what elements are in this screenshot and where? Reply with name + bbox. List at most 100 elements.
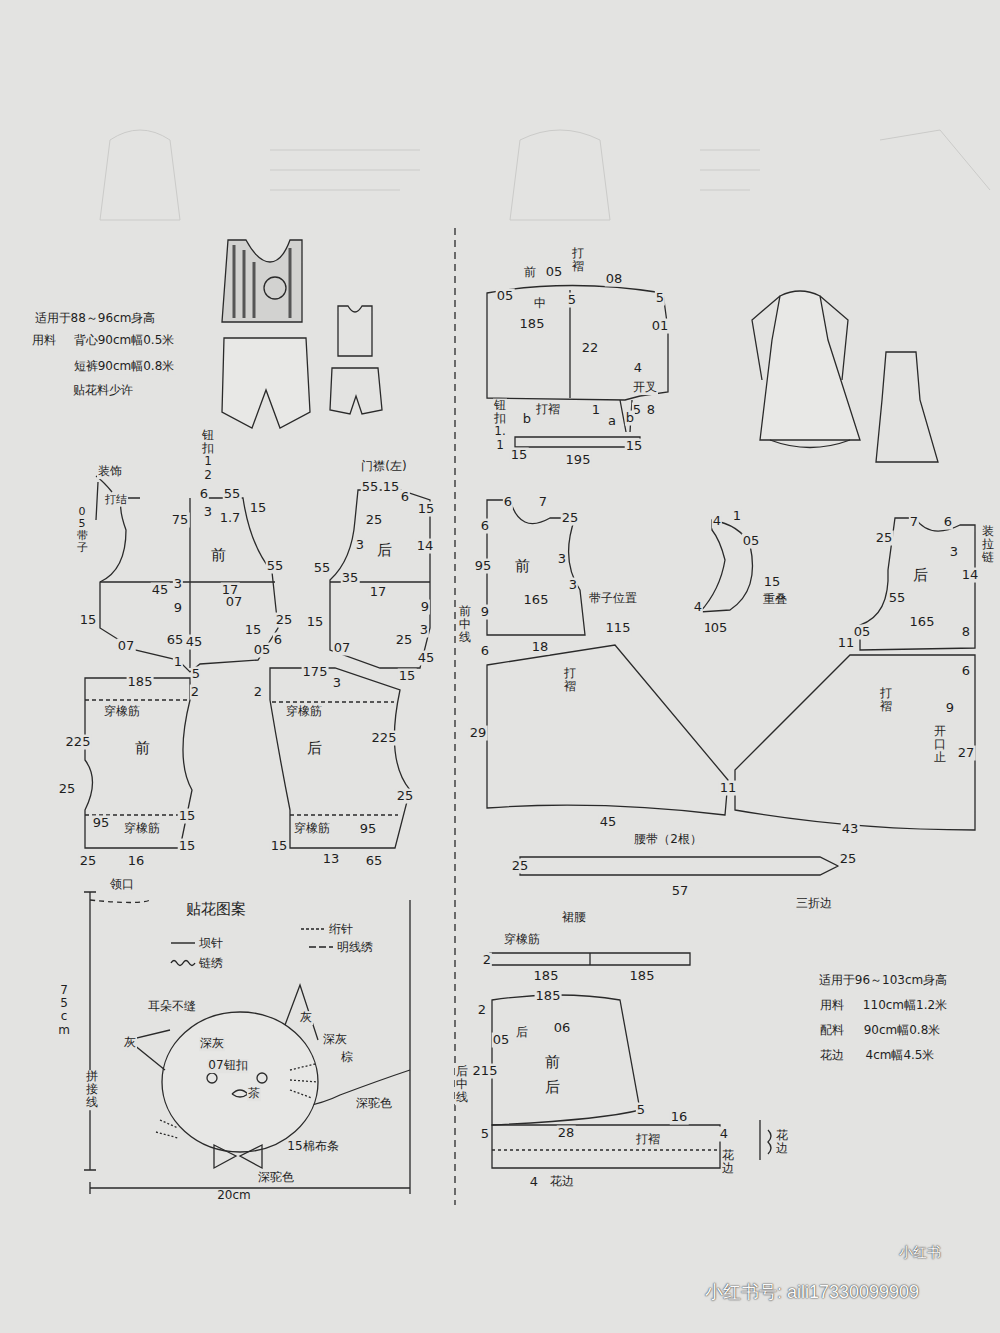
dimension-label: 背心90cm幅0.5米 [73,334,176,348]
legend-text: 坝针 [199,935,223,952]
dimension-label: 打褶 [563,667,577,693]
dimension-label: 25 [275,613,294,628]
dimension-label: 3 [332,676,342,691]
dimension-label: 11 [837,636,856,651]
dimension-label: 65 [166,633,185,648]
pattern-piece: 后 [858,516,978,652]
piece-name: 前 [514,557,531,576]
dimension-label: 05 [742,534,761,549]
dimension-label: 185 [533,969,560,984]
dimension-label: 185 [629,969,656,984]
dimension-label: 3 [568,578,578,593]
dimension-label: 225 [65,735,92,750]
dimension-label: 43 [841,822,860,837]
dimension-label: 175 [302,665,329,680]
dimension-label: 15 [178,809,197,824]
dimension-label: 15 [510,448,529,463]
dimension-label: 25 [58,782,77,797]
dimension-label: 打褶 [635,1133,661,1147]
dimension-label: 5 [655,291,665,306]
piece-name: 前 [134,739,151,758]
dimension-label: 装拉链 [981,525,995,565]
dimension-label: 3 [419,623,429,638]
dimension-label: 6 [199,487,209,502]
pattern-piece: 前后 [490,990,722,1170]
dimension-label: 打褶 [571,247,585,273]
dimension-label: 215 [472,1064,499,1079]
dimension-label: 45 [599,815,618,830]
dimension-label: 穿橡筋 [123,822,161,836]
dimension-label: 75 [171,513,190,528]
pattern-piece: 前 [98,490,285,675]
dimension-label: 贴花图案 [185,901,247,918]
legend-text: 绗针 [329,921,353,938]
dimension-label: 16 [670,1110,689,1125]
dimension-label: 11 [719,781,738,796]
dimension-label: 适用于88～96cm身高 [34,312,157,326]
dimension-label: 95 [474,559,493,574]
dimension-label: 用料 [31,334,57,348]
dimension-label: 55 [361,480,380,495]
dimension-label: 25 [79,854,98,869]
dimension-label: 05 [710,621,729,636]
dimension-label: 95 [92,816,111,831]
dimension-label: 35 [341,571,360,586]
dimension-label: 05 [253,643,272,658]
dimension-label: 三折边 [795,897,833,911]
dimension-label: 14 [416,539,435,554]
dimension-label: a [607,414,617,429]
dimension-label: 90cm幅0.8米 [863,1024,942,1038]
dimension-label: 灰 [123,1036,137,1050]
dimension-label: 6 [480,519,490,534]
dimension-label: 225 [371,731,398,746]
dimension-label: 15 [625,439,644,454]
stitch-sample [170,938,196,948]
dimension-label: 55 [223,487,242,502]
dimension-label: 门襟(左) [360,460,407,474]
dimension-label: 4 [712,514,722,529]
dimension-label: 07 [333,641,352,656]
dimension-label: 配料 [819,1024,845,1038]
dimension-label: 2 [190,685,200,700]
dimension-label: 25 [875,531,894,546]
dimension-label: 08 [605,272,624,287]
dimension-label: 9 [945,701,955,716]
dimension-label: 2 [477,1003,487,1018]
dimension-label: 打褶 [879,687,893,713]
dimension-label: b [625,411,635,426]
dimension-label: 15 [270,839,289,854]
dimension-label: 打结 [104,494,128,507]
dimension-label: 15 [79,613,98,628]
dimension-label: 4cm幅4.5米 [864,1049,935,1063]
dimension-label: 07 [225,595,244,610]
dimension-label: 灰 [299,1011,313,1025]
dimension-label: 7 [909,515,919,530]
dimension-label: 装饰 [97,465,123,479]
dimension-label: 14 [961,568,980,583]
dimension-label: 3 [949,545,959,560]
dimension-label: 腰带（2根） [633,833,703,847]
dimension-label: 4 [693,600,703,615]
dimension-label: 花边 [819,1049,845,1063]
dimension-label: 拼接线 [85,1070,99,1110]
dimension-label: 4 [529,1175,539,1190]
dimension-label: 3 [557,552,567,567]
dimension-label: 9 [420,600,430,615]
dimension-label: 深灰 [199,1037,225,1051]
piece-name: 后 [912,566,929,585]
legend-item: 绗针 [300,921,353,938]
dimension-label: 5 [636,1103,646,1118]
dimension-label: 07钮扣 [207,1059,248,1073]
dimension-label: 25 [395,633,414,648]
dimension-label: 4 [719,1127,729,1142]
dimension-label: 75cm [57,984,71,1037]
dimension-label: 4 [633,361,643,376]
pattern-piece: 后 [328,482,432,678]
dimension-label: 1 [732,509,742,524]
dimension-label: 8 [961,625,971,640]
stitch-sample [308,942,334,952]
dimension-label: 深驼色 [355,1097,393,1111]
dimension-label: 9 [480,605,490,620]
dimension-label: 打褶 [535,403,561,417]
dimension-label: 05 [853,625,872,640]
